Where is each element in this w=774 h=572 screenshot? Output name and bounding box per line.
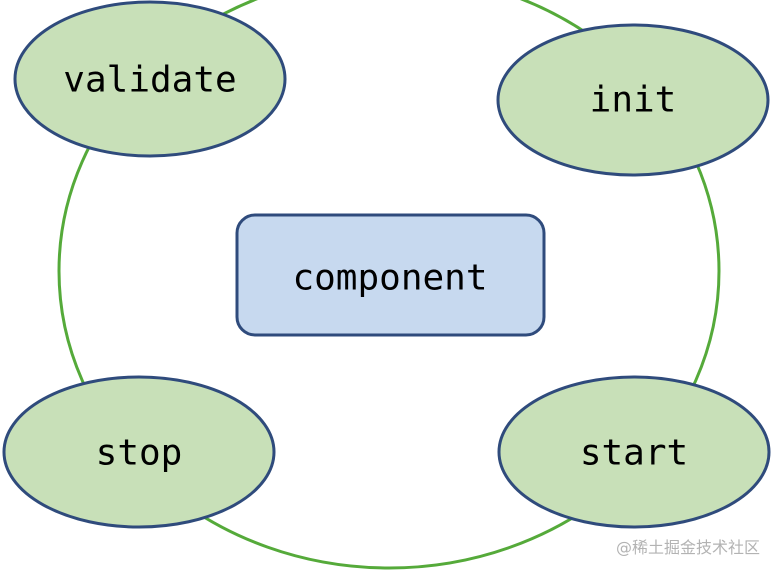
node-start-shape (497, 375, 771, 529)
watermark-text: @稀土掘金技术社区 (616, 538, 760, 557)
node-start: start (497, 375, 771, 529)
node-stop: stop (2, 375, 276, 529)
node-validate: validate (13, 0, 287, 158)
node-init: init (496, 23, 770, 177)
component-box-shape (235, 213, 546, 337)
node-validate-label: validate (63, 60, 236, 101)
node-init-shape (496, 23, 770, 177)
component-box: component (235, 213, 546, 337)
node-stop-label: stop (96, 433, 183, 474)
node-init-label: init (590, 80, 677, 121)
lifecycle-cycle-ring (57, 0, 721, 570)
node-start-label: start (580, 433, 688, 474)
component-label: component (292, 258, 487, 299)
node-stop-shape (2, 375, 276, 529)
node-validate-shape (13, 0, 287, 158)
